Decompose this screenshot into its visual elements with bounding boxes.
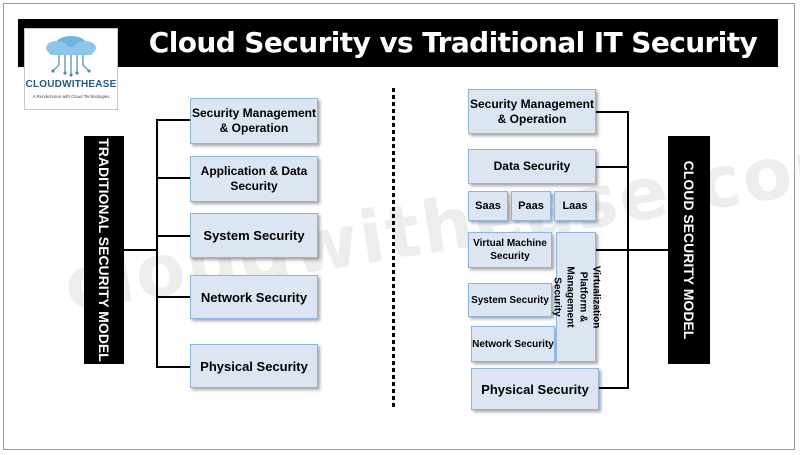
logo-name: CLOUDWITHEASE — [25, 79, 117, 90]
logo: CLOUDWITHEASE A Rendezvous with Cloud Te… — [24, 28, 118, 110]
connector — [596, 166, 628, 168]
cloud-data-security-box: Data Security — [468, 149, 596, 184]
traditional-security-management-box: Security Management & Operation — [190, 98, 318, 144]
cloud-model-text: CLOUD SECURITY MODEL — [681, 160, 697, 340]
connector — [156, 177, 190, 179]
page-title: Cloud Security vs Traditional IT Securit… — [148, 26, 758, 59]
traditional-physical-security-box: Physical Security — [190, 344, 318, 388]
connector — [156, 119, 158, 368]
connector — [156, 119, 190, 121]
traditional-network-security-box: Network Security — [190, 275, 318, 319]
traditional-application-data-security-box: Application & Data Security — [190, 156, 318, 202]
cloud-system-security-box: System Security — [468, 283, 552, 317]
title-bar: Cloud Security vs Traditional IT Securit… — [18, 19, 778, 67]
traditional-model-label: TRADITIONAL SECURITY MODEL — [84, 136, 124, 364]
saas-box: Saas — [468, 191, 508, 221]
virtualization-platform-security-box: Virtualization Platform & Management Sec… — [551, 232, 601, 362]
connector — [124, 249, 157, 251]
cloud-circuit-icon — [46, 36, 96, 77]
traditional-model-text: TRADITIONAL SECURITY MODEL — [96, 138, 112, 362]
cloud-physical-security-box: Physical Security — [471, 368, 599, 410]
virtualization-platform-label: Virtualization Platform & Management Sec… — [551, 265, 602, 329]
cloud-security-management-box: Security Management & Operation — [468, 89, 596, 134]
connector — [599, 387, 628, 389]
logo-tagline: A Rendezvous with Cloud Technologies — [32, 94, 110, 99]
dotted-divider — [392, 88, 395, 410]
connector — [156, 235, 190, 237]
connector — [628, 249, 668, 251]
virtual-machine-security-box: Virtual Machine Security — [468, 232, 552, 268]
paas-box: Paas — [511, 191, 551, 221]
cloud-network-security-box: Network Security — [471, 326, 555, 362]
cloud-model-label: CLOUD SECURITY MODEL — [668, 136, 710, 364]
diagram-frame — [3, 3, 795, 450]
connector — [596, 249, 628, 251]
traditional-system-security-box: System Security — [190, 213, 318, 258]
connector — [156, 366, 190, 368]
connector — [596, 111, 628, 113]
connector — [156, 296, 190, 298]
laas-box: Laas — [554, 191, 596, 221]
